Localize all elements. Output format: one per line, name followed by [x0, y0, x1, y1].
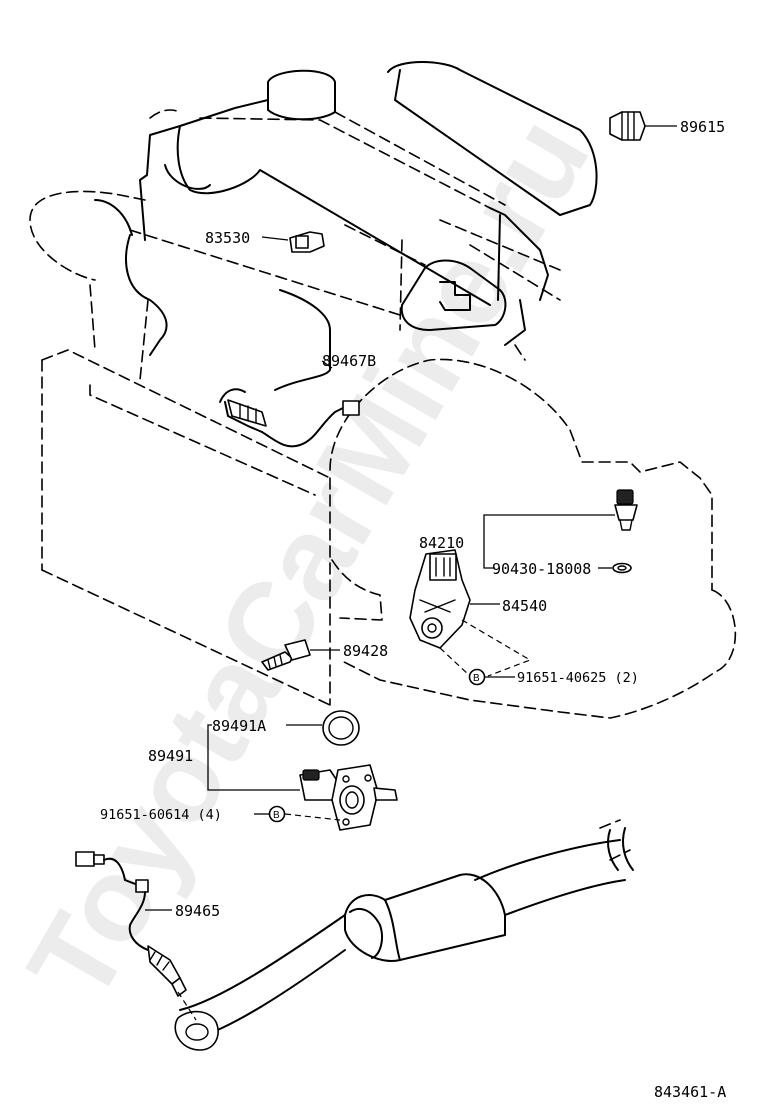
part-89428: 89428 [261, 639, 388, 671]
label-90430-18008: 90430-18008 [492, 560, 591, 578]
label-89491A: 89491A [212, 717, 266, 735]
bolt-marker-b [468, 668, 486, 686]
part-84210: 84210 90430-18008 [419, 489, 638, 578]
label-91651-40625: 91651-40625 (2) [517, 670, 639, 686]
part-83530: 83530 [205, 229, 325, 253]
label-89467B: 89467B [322, 352, 376, 370]
part-89491: 89491A 89491 [148, 710, 398, 831]
part-89467B: 89467B [219, 289, 376, 448]
svg-text:B: B [273, 810, 280, 821]
label-89491: 89491 [148, 747, 193, 765]
svg-text:B: B [473, 673, 480, 684]
label-84210: 84210 [419, 534, 464, 552]
part-89465: 89465 [75, 851, 220, 1021]
part-91651-60614: B 91651-60614 (4) [100, 805, 341, 823]
bolt-marker-b-2 [268, 805, 286, 823]
label-89465: 89465 [175, 902, 220, 920]
label-89428: 89428 [343, 642, 388, 660]
part-89615: 89615 [609, 111, 725, 141]
part-84540: 84540 [409, 549, 547, 677]
label-89615: 89615 [680, 118, 725, 136]
label-83530: 83530 [205, 229, 250, 247]
figure-code: 843461-A [654, 1083, 726, 1101]
label-91651-60614: 91651-60614 (4) [100, 807, 222, 823]
exhaust-system [174, 819, 634, 1051]
part-91651-40625: B 91651-40625 (2) [468, 668, 639, 686]
label-84540: 84540 [502, 597, 547, 615]
